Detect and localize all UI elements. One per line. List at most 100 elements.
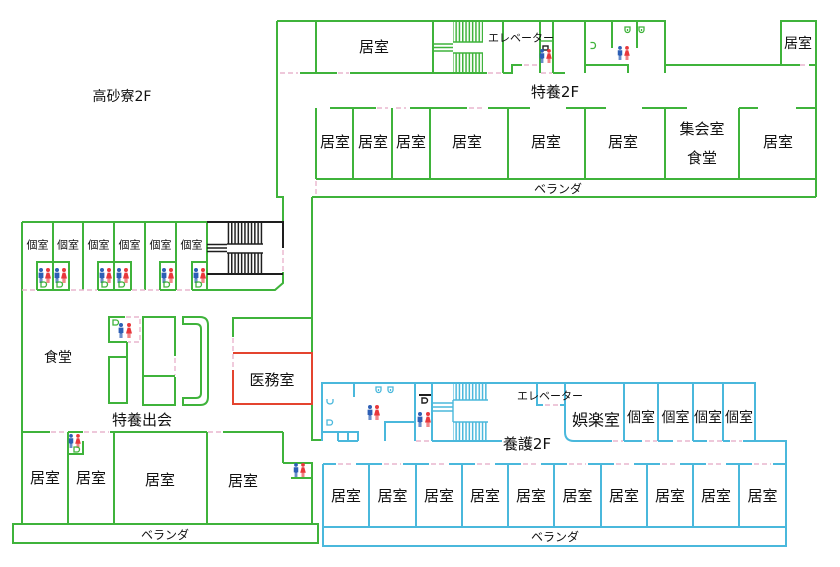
stair-landing — [207, 243, 263, 254]
male-restroom-icon — [617, 46, 623, 60]
medical-office-label: 医務室 — [249, 371, 294, 389]
female-restroom-icon — [126, 323, 132, 338]
female-restroom-icon — [45, 268, 51, 283]
section-label: 養護2F — [503, 435, 551, 453]
female-restroom-icon — [546, 49, 552, 63]
room-walls — [323, 463, 786, 527]
dining-label: 食堂 — [44, 349, 72, 366]
room-label: 居室 — [145, 471, 175, 489]
room-label: 居室 — [452, 133, 482, 151]
stairs-icon — [207, 221, 284, 275]
female-restroom-icon — [123, 268, 129, 283]
male-restroom-icon — [99, 268, 105, 283]
room-label: 居室 — [228, 472, 258, 490]
male-restroom-icon — [118, 323, 124, 338]
male-restroom-icon — [417, 412, 423, 427]
male-restroom-icon — [38, 268, 44, 283]
yougo-wing: エレベーター 娯楽室 個室 個室 個室 個室 養護2F 居室 居室 居室 居室 … — [321, 382, 787, 547]
male-restroom-icon — [293, 463, 299, 477]
male-restroom-icon — [116, 268, 122, 283]
tokuyou-west-wing: 個室 個室 個室 個室 個室 個室 食堂 特養出会 医務室 居室 居室 居室 居… — [12, 221, 319, 544]
elevator-icon — [541, 40, 552, 51]
room-label: 居室 — [562, 487, 592, 505]
room-label: 居室 — [609, 487, 639, 505]
room-label: 居室 — [470, 487, 500, 505]
section-label: 特養2F — [531, 83, 579, 101]
female-restroom-icon — [61, 268, 67, 283]
room-label: 居室 — [30, 469, 60, 487]
room-label: 居室 — [784, 35, 812, 52]
male-restroom-icon — [54, 268, 60, 283]
veranda-label: ベランダ — [141, 527, 189, 542]
private-room-label: 個室 — [119, 238, 141, 252]
stairs-icon — [433, 22, 483, 73]
veranda-label: ベランダ — [531, 529, 579, 544]
male-restroom-icon — [367, 405, 373, 420]
female-restroom-icon — [75, 434, 81, 448]
male-restroom-icon — [68, 434, 74, 448]
stair-flight — [227, 223, 263, 244]
room-label: 居室 — [763, 133, 793, 151]
room-label: 居室 — [747, 487, 777, 505]
private-room-label: 個室 — [627, 409, 655, 426]
private-room-label: 個室 — [694, 409, 722, 426]
female-restroom-icon — [168, 268, 174, 283]
private-room-label: 個室 — [150, 238, 172, 252]
recreation-room-label: 娯楽室 — [572, 411, 620, 430]
male-restroom-icon — [161, 268, 167, 283]
private-room-label: 個室 — [27, 238, 49, 252]
veranda-label: ベランダ — [534, 181, 582, 196]
female-restroom-icon — [200, 268, 206, 283]
private-room-walls — [36, 222, 208, 291]
stair-flight — [453, 384, 488, 400]
door-opening — [126, 316, 234, 375]
room-label: 居室 — [331, 487, 361, 505]
door-opening — [315, 107, 484, 196]
room-label: 居室 — [359, 38, 389, 56]
room-label: 居室 — [516, 487, 546, 505]
toilet-icon — [326, 419, 334, 426]
female-restroom-icon — [425, 412, 431, 427]
room-label: 居室 — [76, 469, 106, 487]
urinal-icon — [624, 26, 631, 34]
room-label: 居室 — [358, 133, 388, 151]
assembly-dining-label: 食堂 — [687, 149, 717, 167]
private-room-label: 個室 — [88, 238, 110, 252]
stairs-icon — [432, 384, 488, 441]
room-label: 居室 — [424, 487, 454, 505]
stair-landing — [433, 41, 483, 54]
room-label: 居室 — [396, 133, 426, 151]
door-opening — [416, 404, 742, 442]
core-structure — [108, 316, 312, 406]
stair-flight — [453, 422, 488, 441]
female-restroom-icon — [106, 268, 112, 283]
elevator-label: エレベーター — [488, 32, 554, 45]
sink-icon — [589, 41, 597, 50]
urinal-icon — [638, 26, 645, 34]
outer-wall — [276, 20, 817, 441]
room-label: 居室 — [701, 487, 731, 505]
private-room-label: 個室 — [57, 238, 79, 252]
toilet-icon — [112, 319, 120, 326]
room-label: 居室 — [655, 487, 685, 505]
room-walls — [22, 431, 311, 524]
toilet-icon — [421, 397, 429, 404]
lounge-label: 特養出会 — [112, 411, 172, 429]
stair-landing — [432, 399, 488, 423]
elevator-label: エレベーター — [517, 390, 583, 403]
room-label: 居室 — [531, 133, 561, 151]
urinal-icon — [375, 386, 382, 394]
south-room-walls — [315, 107, 816, 180]
room-label: 居室 — [320, 133, 350, 151]
sink-icon — [326, 398, 334, 405]
door-opening — [280, 64, 808, 74]
private-room-label: 個室 — [181, 238, 203, 252]
stair-flight — [453, 22, 483, 42]
door-opening — [22, 250, 284, 433]
stair-flight — [227, 253, 263, 274]
room-label: 居室 — [608, 133, 638, 151]
male-restroom-icon — [193, 268, 199, 283]
toilet-icon — [542, 45, 549, 51]
female-restroom-icon — [374, 405, 380, 420]
